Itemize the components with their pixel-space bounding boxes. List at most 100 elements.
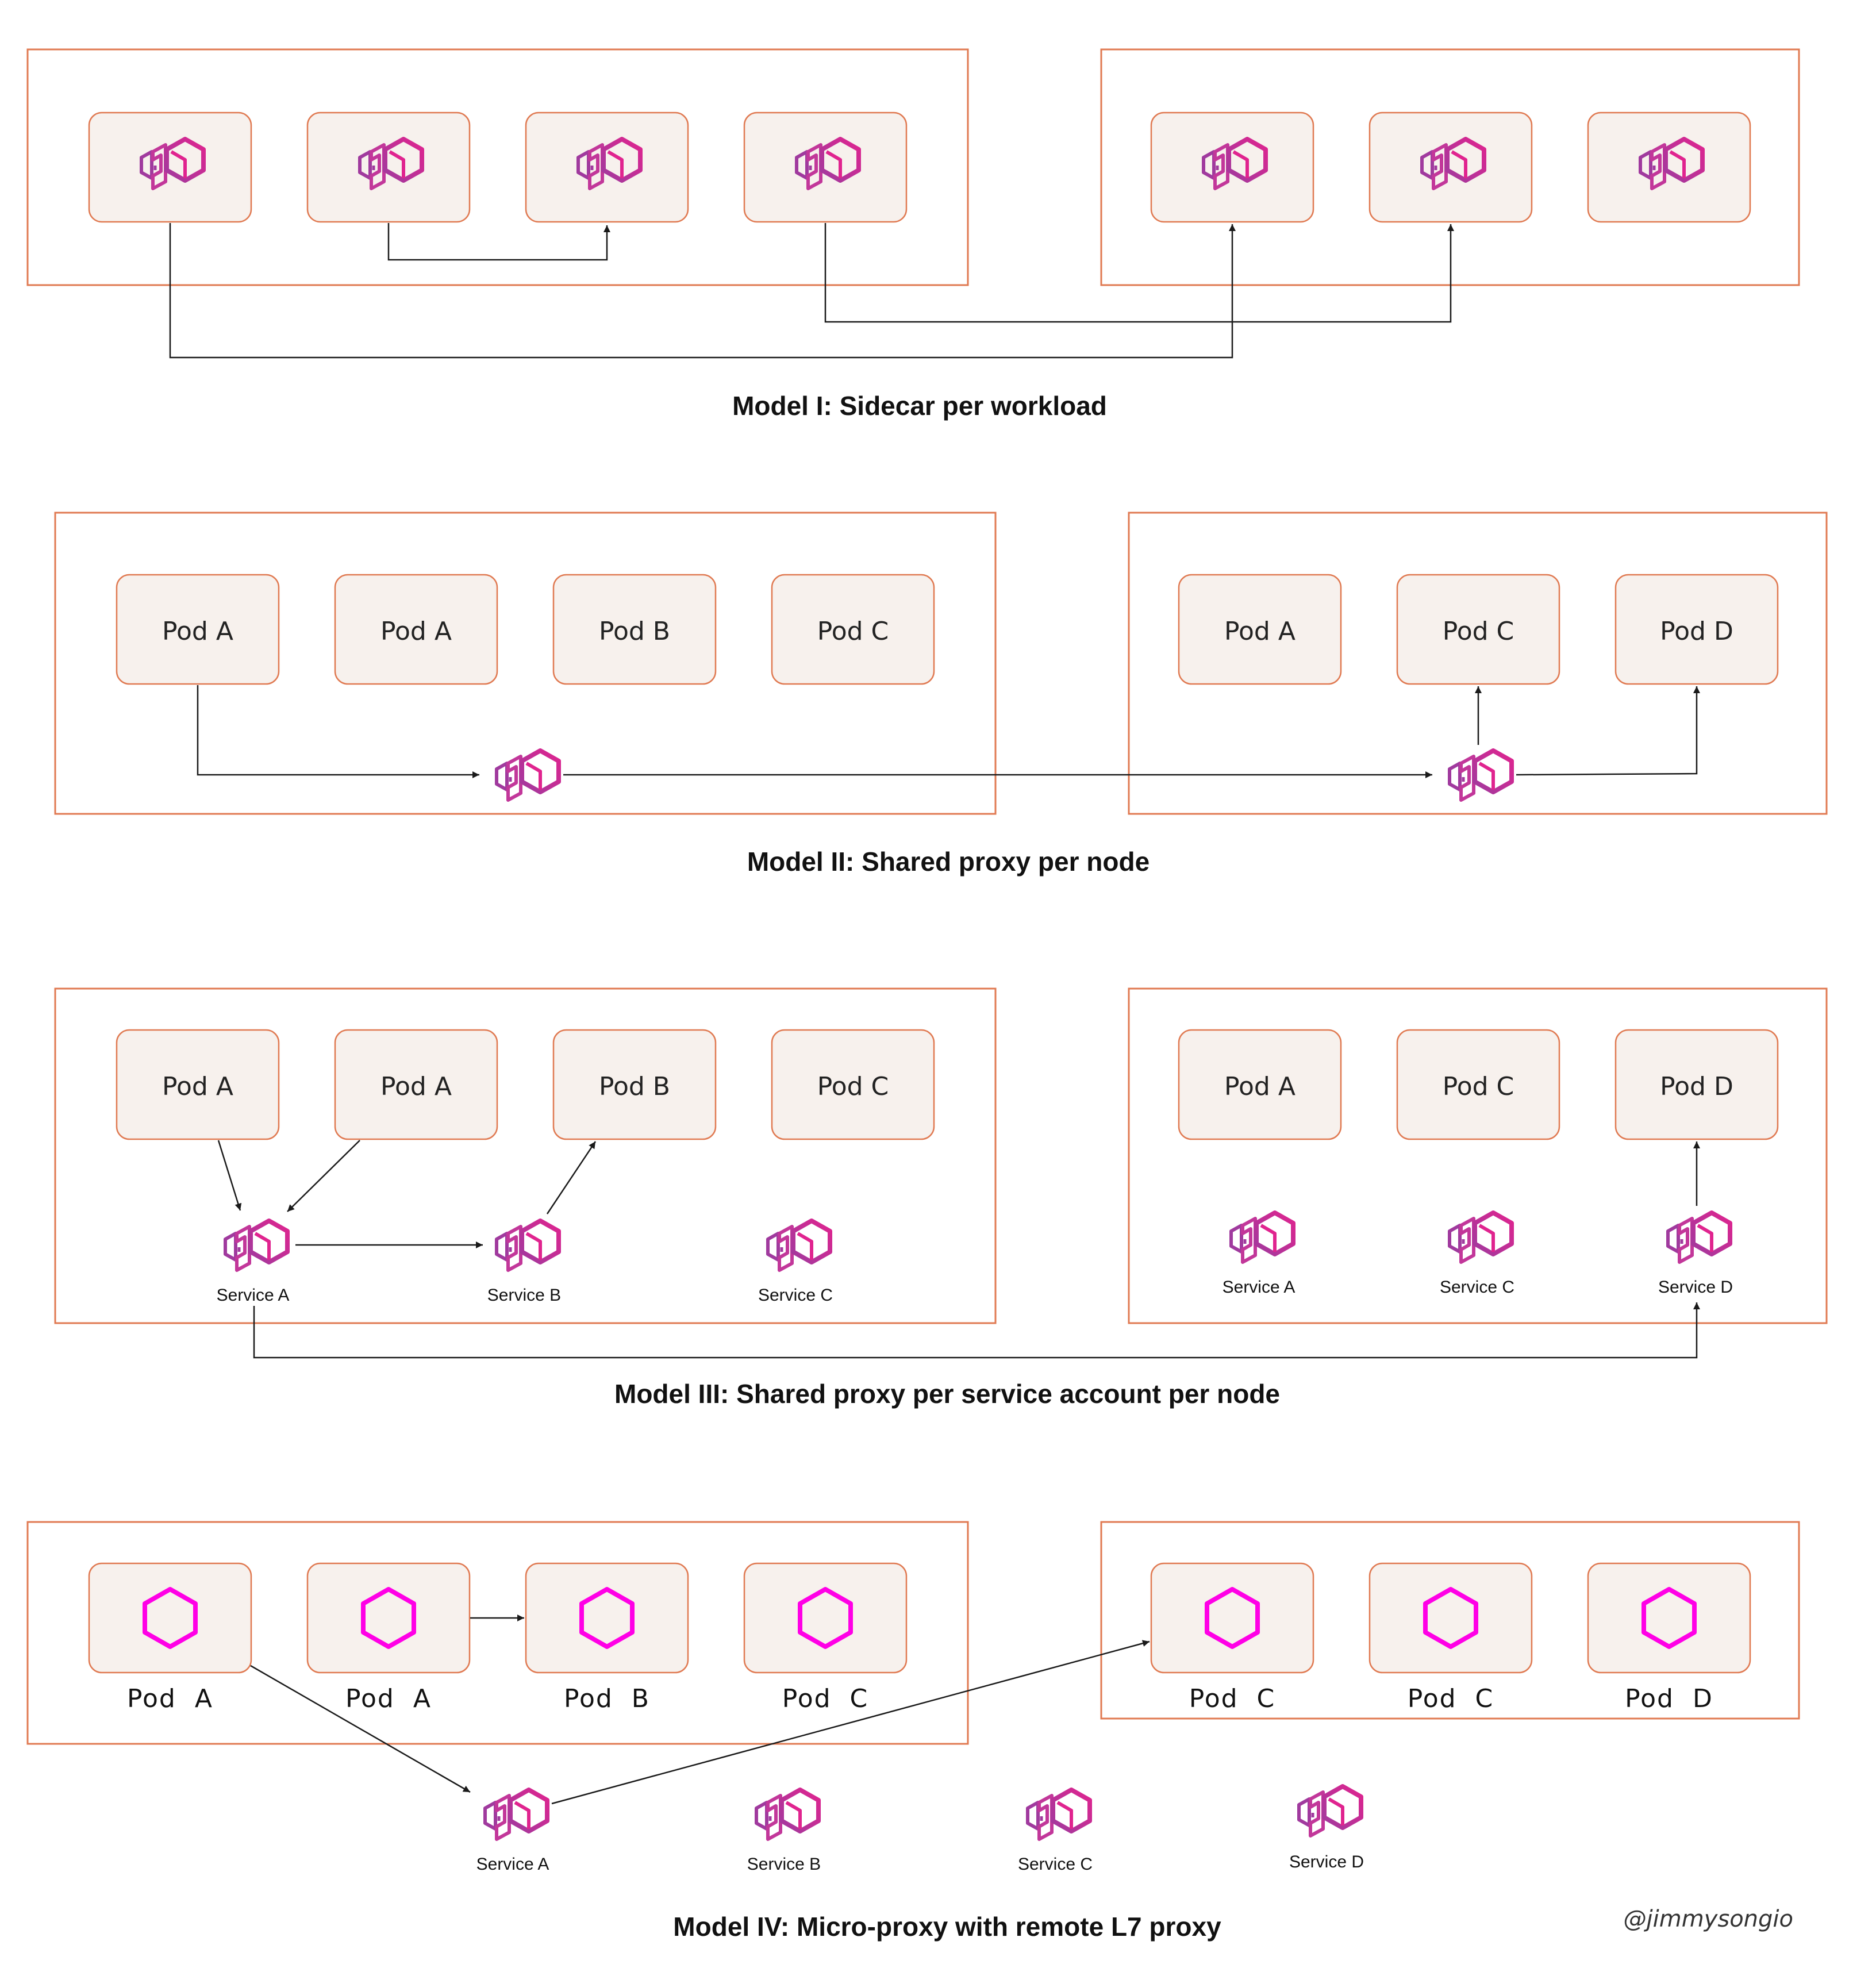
model-4-pod: Pod C	[1150, 1562, 1314, 1713]
model-4-pod: Pod B	[525, 1562, 689, 1713]
connector-arrow	[1516, 686, 1700, 776]
pod-label: Pod C	[1189, 1684, 1276, 1713]
workload-card	[306, 112, 471, 223]
model-1-node-1	[26, 48, 969, 286]
workload-card	[525, 112, 689, 223]
model-4-title: Model IV: Micro-proxy with remote L7 pro…	[673, 1912, 1221, 1942]
pod-label: Pod D	[1625, 1684, 1713, 1713]
model-1-workload-1	[88, 112, 252, 223]
service-label: Service A	[476, 1855, 549, 1874]
workload-card	[743, 112, 908, 223]
envoy-proxy-icon	[1668, 1213, 1730, 1262]
service-label: Service D	[1289, 1852, 1364, 1871]
connector-arrow	[253, 1302, 1700, 1359]
model-1-workload-5	[1150, 112, 1314, 223]
connector-arrow	[387, 223, 610, 261]
envoy-proxy-icon	[225, 1221, 287, 1270]
model-3-node-1	[54, 987, 997, 1324]
envoy-proxy-icon	[497, 751, 559, 800]
envoy-proxy-icon	[756, 1790, 818, 1839]
model-2-title: Model II: Shared proxy per node	[747, 847, 1150, 877]
connector-arrow	[824, 223, 1454, 323]
connector-arrow	[250, 1665, 471, 1793]
pod-label: Pod A	[1224, 617, 1295, 646]
model-2-pod: Pod D	[1614, 574, 1779, 685]
connector-arrow	[169, 223, 1236, 359]
model-4-pod: Pod A	[88, 1562, 252, 1713]
model-4-pod: Pod C	[743, 1562, 908, 1713]
model-3: Pod A Pod A Pod B Pod C Pod A Pod C Pod …	[54, 987, 1828, 1409]
pod-label: Pod A	[345, 1684, 432, 1713]
service-label: Service A	[1223, 1278, 1295, 1297]
service-label: Service C	[758, 1286, 833, 1305]
model-3-pod: Pod B	[552, 1029, 717, 1140]
model-1-workload-2	[306, 112, 471, 223]
model-2: Pod A Pod A Pod B Pod C Pod A Pod C Pod …	[54, 512, 1828, 877]
pod-label: Pod A	[162, 1072, 233, 1101]
author-credit: @jimmysongio	[1624, 1906, 1793, 1932]
pod-label: Pod B	[599, 617, 670, 646]
service-label: Service A	[217, 1286, 290, 1305]
model-2-pod: Pod C	[1396, 574, 1560, 685]
envoy-proxy-icon	[1299, 1786, 1361, 1836]
envoy-proxy-icon	[485, 1790, 547, 1839]
model-4-pod: Pod C	[1368, 1562, 1533, 1713]
model-3-pod: Pod A	[334, 1029, 498, 1140]
model-3-pod: Pod D	[1614, 1029, 1779, 1140]
pod-label: Pod D	[1660, 1072, 1733, 1101]
pod-label: Pod D	[1660, 617, 1733, 646]
model-2-pod: Pod A	[116, 574, 280, 685]
connector-arrow	[551, 1640, 1150, 1805]
model-2-node-2	[1128, 512, 1828, 815]
model-4-node-2	[1100, 1521, 1800, 1720]
model-4-node-1	[26, 1521, 969, 1745]
model-2-pod: Pod C	[771, 574, 935, 685]
pod-label: Pod A	[162, 617, 233, 646]
model-1-workload-4	[743, 112, 908, 223]
pod-label: Pod A	[127, 1684, 213, 1713]
model-4-pod: Pod D	[1587, 1562, 1751, 1713]
connector-arrow	[197, 685, 479, 778]
model-3-title: Model III: Shared proxy per service acco…	[614, 1379, 1280, 1409]
workload-card	[1587, 112, 1751, 223]
model-1-title: Model I: Sidecar per workload	[732, 391, 1107, 421]
pod-label: Pod C	[1443, 617, 1514, 646]
service-label: Service C	[1018, 1855, 1093, 1874]
model-3-pod: Pod C	[771, 1029, 935, 1140]
pod-label: Pod C	[782, 1684, 869, 1713]
workload-card	[1368, 112, 1533, 223]
model-2-pod: Pod A	[1178, 574, 1342, 685]
envoy-proxy-icon	[1450, 751, 1512, 800]
model-3-pod: Pod C	[1396, 1029, 1560, 1140]
service-label: Service D	[1658, 1278, 1733, 1297]
pod-label: Pod A	[380, 1072, 452, 1101]
model-1-workload-7	[1587, 112, 1751, 223]
service-label: Service C	[1440, 1278, 1514, 1297]
workload-card	[88, 112, 252, 223]
service-label: Service B	[747, 1855, 821, 1874]
model-2-pod: Pod A	[334, 574, 498, 685]
connector-arrow	[217, 1140, 242, 1211]
model-3-node-2	[1128, 987, 1828, 1324]
model-2-node-1	[54, 512, 997, 815]
envoy-proxy-icon	[497, 1221, 559, 1270]
model-1-workload-6	[1368, 112, 1533, 223]
envoy-proxy-icon	[1450, 1213, 1512, 1262]
service-label: Service B	[487, 1286, 561, 1305]
model-1-workload-3	[525, 112, 689, 223]
model-1: Model I: Sidecar per workload	[26, 48, 1800, 421]
pod-label: Pod C	[817, 617, 889, 646]
model-2-pod: Pod B	[552, 574, 717, 685]
pod-label: Pod C	[1443, 1072, 1514, 1101]
connector-arrow	[546, 1141, 597, 1214]
model-4-pod: Pod A	[306, 1562, 471, 1713]
envoy-proxy-icon	[768, 1221, 830, 1270]
pod-label: Pod C	[817, 1072, 889, 1101]
envoy-proxy-icon	[1231, 1213, 1293, 1262]
pod-label: Pod A	[1224, 1072, 1295, 1101]
connector-arrow	[287, 1140, 360, 1212]
pod-label: Pod B	[599, 1072, 670, 1101]
pod-label: Pod B	[564, 1684, 650, 1713]
model-4: Pod A Pod A Pod B Pod C Pod C Pod C	[26, 1521, 1800, 1942]
